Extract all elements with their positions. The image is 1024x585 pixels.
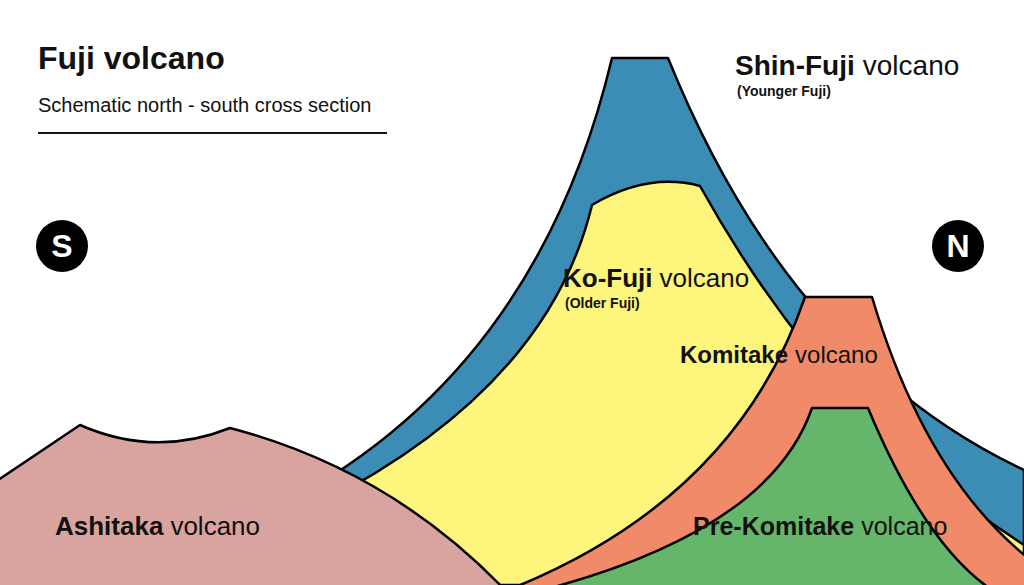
direction-marker: N (932, 220, 984, 272)
volcano-name: Ko-Fuji (563, 264, 653, 294)
label-line: Pre-Komitakevolcano (693, 512, 947, 541)
komitake-layer (508, 297, 1024, 585)
volcano-word: volcano (861, 512, 947, 541)
volcano-word: volcano (170, 512, 260, 542)
label-line: (Older Fuji) (563, 294, 749, 312)
volcano-word: volcano (863, 50, 960, 82)
direction-letter: S (51, 230, 72, 262)
pre-komitake-layer (543, 408, 992, 585)
volcano-alias: (Younger Fuji) (737, 83, 831, 99)
direction-marker: S (36, 220, 88, 272)
title-rule (38, 132, 387, 134)
diagram-title: Fuji volcano (38, 40, 225, 77)
volcano-word: volcano (795, 341, 878, 369)
volcano-word: volcano (660, 264, 750, 294)
volcano-label: Komitakevolcano (680, 341, 878, 369)
label-line: Ko-Fujivolcano (563, 264, 749, 294)
volcano-alias: (Older Fuji) (565, 295, 640, 311)
volcano-name: Shin-Fuji (735, 50, 855, 82)
volcano-label: Pre-Komitakevolcano (693, 512, 947, 541)
label-line: Komitakevolcano (680, 341, 878, 369)
label-line: Ashitakavolcano (55, 512, 260, 542)
volcano-name: Pre-Komitake (693, 512, 854, 541)
volcano-name: Ashitaka (55, 512, 163, 542)
label-line: Shin-Fujivolcano (735, 50, 959, 82)
volcano-label: Shin-Fujivolcano(Younger Fuji) (735, 50, 959, 101)
volcano-label: Ko-Fujivolcano(Older Fuji) (563, 264, 749, 312)
ashitaka-layer (0, 425, 505, 585)
direction-letter: N (946, 230, 969, 262)
subtitle-label: Schematic north - south cross section (38, 94, 371, 117)
label-line: (Younger Fuji) (735, 82, 959, 100)
volcano-name: Komitake (680, 341, 788, 369)
volcano-label: Ashitakavolcano (55, 512, 260, 542)
